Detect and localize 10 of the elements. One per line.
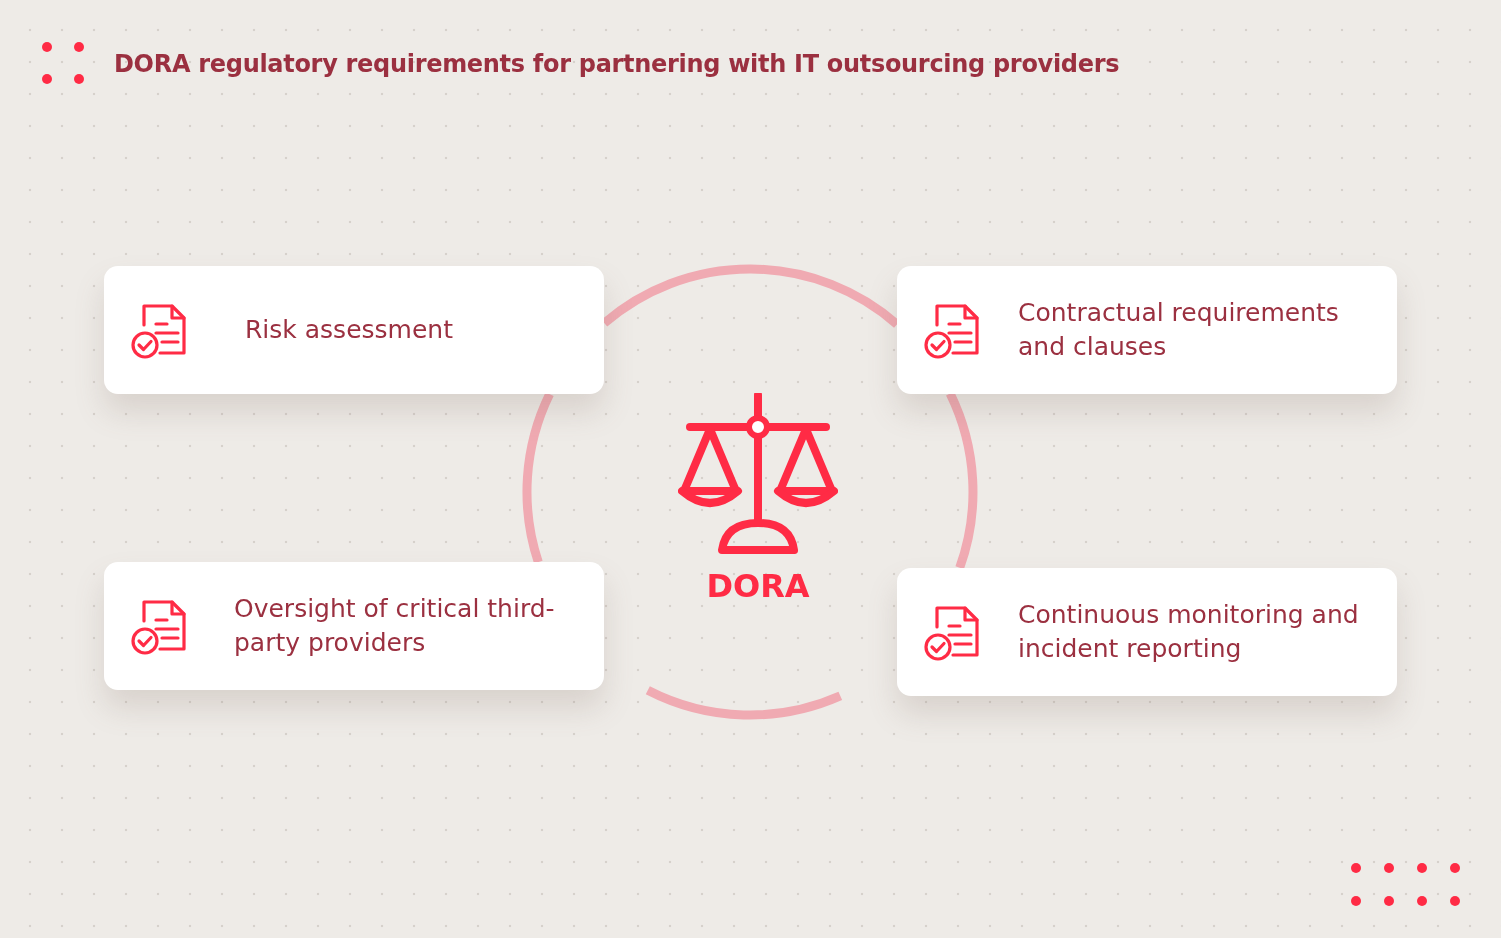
requirement-card [897,266,1397,394]
title: DORA regulatory requirements for partnering with IT outsourcing providers [114,50,1120,78]
card-text: Continuous monitoring and incident reporting [1018,599,1360,665]
card-text: Risk assessment [245,314,454,346]
requirement-card [897,568,1397,696]
requirement-card [104,266,604,394]
center-label: DORA [705,567,811,605]
card-text: Contractual requirements and clauses [1018,297,1340,363]
card-text: Oversight of critical third-party providers [234,593,556,659]
requirement-card [104,562,604,690]
